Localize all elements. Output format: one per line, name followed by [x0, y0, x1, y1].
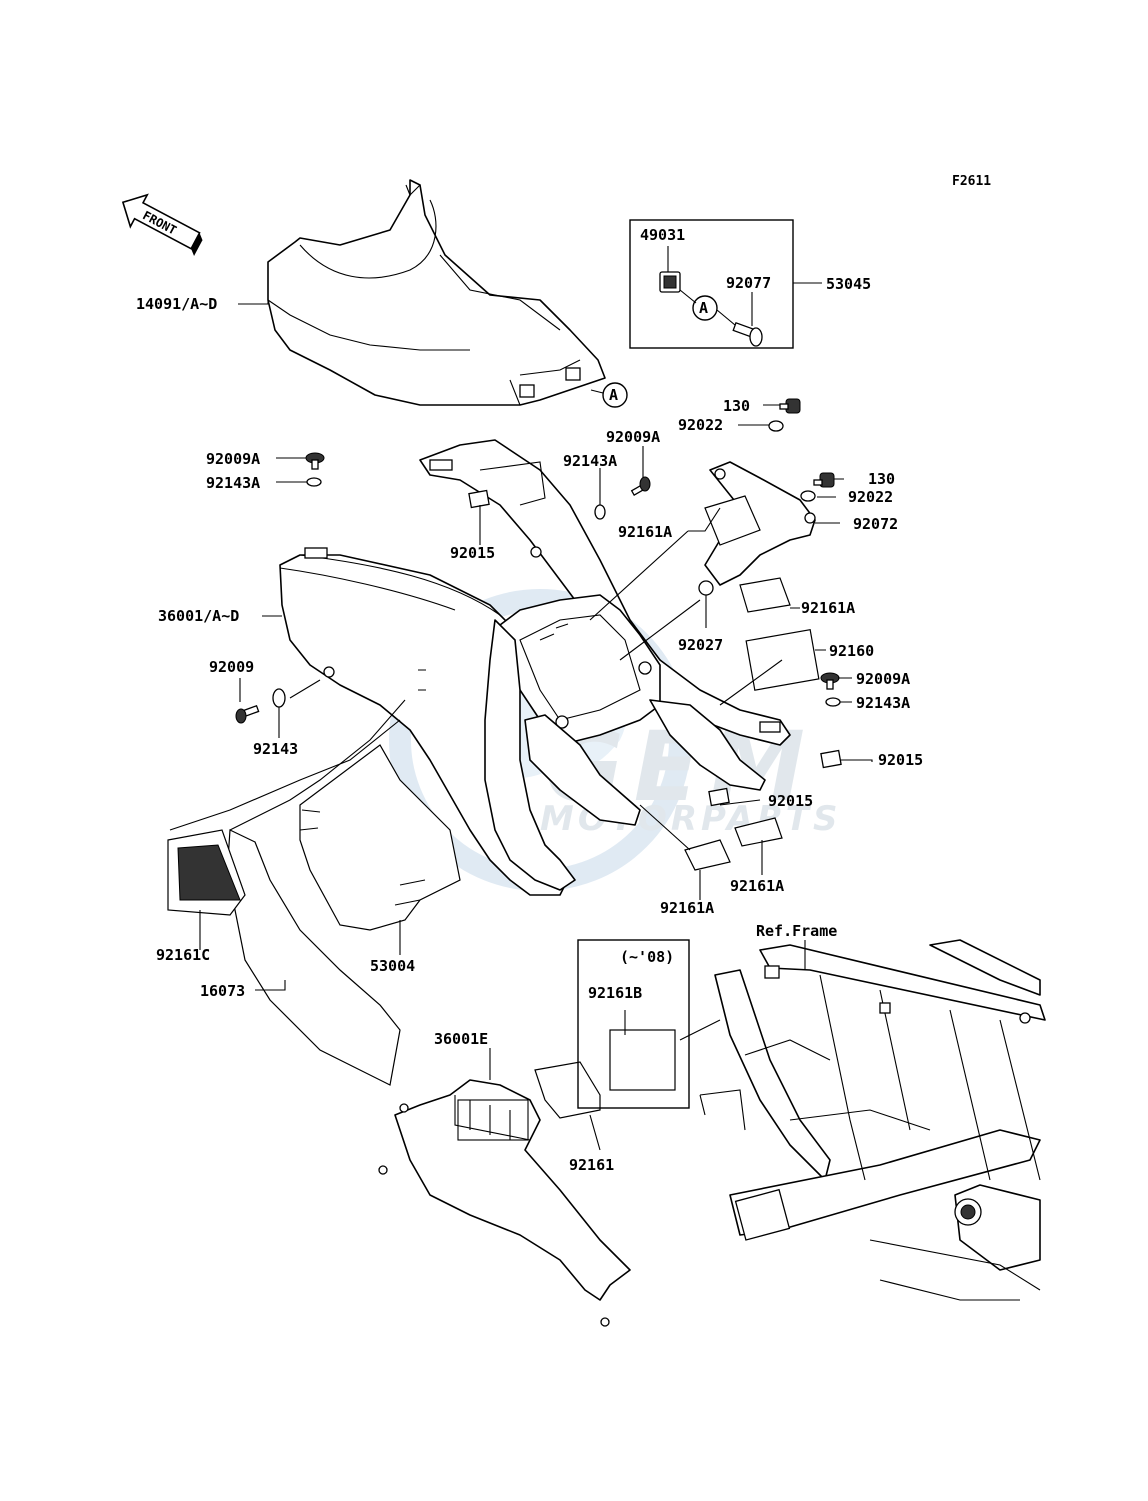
stickers-92161a-bracket	[704, 495, 791, 613]
label-92143: 92143	[253, 740, 298, 758]
clip-92015-a	[468, 489, 490, 509]
label-92015-c: 92015	[768, 792, 813, 810]
label-92161a-d: 92161A	[660, 899, 714, 917]
label-92143a-right: 92143A	[856, 694, 910, 712]
inner-cover-rail	[419, 439, 791, 746]
bolt-130-a	[779, 398, 801, 414]
label-92161a-b: 92161A	[801, 599, 855, 617]
label-130-b: 130	[868, 470, 895, 488]
label-49031: 49031	[640, 226, 685, 244]
label-92161a-c: 92161A	[730, 877, 784, 895]
label-130-a: 130	[723, 397, 750, 415]
ref-frame	[699, 939, 1046, 1301]
leader-lines	[199, 246, 873, 1151]
label-92015-a: 92015	[450, 544, 495, 562]
label-92027: 92027	[678, 636, 723, 654]
label-92015-b: 92015	[878, 751, 923, 769]
label-92160: 92160	[829, 642, 874, 660]
part-labels: 49031 92077 53045 14091/A~D 130 92022 92…	[136, 226, 923, 1174]
duct-cover-36001e	[378, 1079, 631, 1327]
label-53004: 53004	[370, 957, 415, 975]
pad-53004	[299, 744, 461, 931]
washer-92143a-left	[306, 477, 322, 487]
washer-92143	[272, 688, 286, 708]
label-36001e: 36001E	[434, 1030, 488, 1048]
washer-92022-a	[768, 420, 784, 432]
label-16073: 16073	[200, 982, 245, 1000]
label-92161b: 92161B	[588, 984, 642, 1002]
figure-id: F2611	[952, 174, 991, 189]
grommet-92027	[698, 580, 714, 596]
screw-92009a-mid	[630, 476, 651, 496]
sticker-92160	[745, 628, 820, 691]
screw-92009	[235, 704, 260, 724]
clip-92015-c	[708, 787, 730, 807]
label-92009: 92009	[209, 658, 254, 676]
label-92143a-left: 92143A	[206, 474, 260, 492]
label-92022-a: 92022	[678, 416, 723, 434]
sticker-92161b	[609, 1029, 676, 1091]
svg-text:A: A	[609, 386, 618, 404]
washer-92022-b	[800, 490, 816, 502]
label-92077: 92077	[726, 274, 771, 292]
lower-side-cover	[484, 619, 576, 891]
front-arrow-icon: FRONT	[121, 193, 203, 256]
label-92009a-top: 92009A	[606, 428, 660, 446]
label-92009a-left: 92009A	[206, 450, 260, 468]
label-92161: 92161	[569, 1156, 614, 1174]
label-36001: 36001/A~D	[158, 607, 239, 625]
callout-a-cover: A	[602, 382, 628, 408]
label-inset-note: (~'08)	[620, 948, 674, 966]
screw-92009a-right	[820, 672, 840, 690]
label-92072: 92072	[853, 515, 898, 533]
label-92009a-right: 92009A	[856, 670, 910, 688]
label-92022-b: 92022	[848, 488, 893, 506]
label-92161a-a: 92161A	[618, 523, 672, 541]
washer-92143a-right	[825, 697, 841, 707]
svg-text:A: A	[699, 299, 708, 317]
sticker-92161c	[167, 829, 246, 916]
label-ref-frame: Ref.Frame	[756, 922, 837, 940]
label-14091: 14091/A~D	[136, 295, 217, 313]
clip-92015-b	[820, 749, 842, 769]
inset-box-53045	[629, 219, 794, 349]
label-92161c: 92161C	[156, 946, 210, 964]
callout-a-inset: A	[692, 295, 718, 321]
sticker-92161	[534, 1061, 601, 1119]
bolt-130-b	[813, 472, 835, 488]
stickers-92161a-lower	[684, 817, 783, 871]
inset-box-08	[577, 939, 690, 1109]
inner-lower-panel	[499, 546, 766, 826]
side-panel-16073	[169, 699, 406, 1086]
pin-92077	[732, 321, 763, 347]
screw-92009a-left	[305, 452, 325, 470]
label-92143a-mid: 92143A	[563, 452, 617, 470]
label-53045: 53045	[826, 275, 871, 293]
rear-top-cover	[267, 179, 606, 406]
washer-92143a-mid	[594, 504, 606, 520]
